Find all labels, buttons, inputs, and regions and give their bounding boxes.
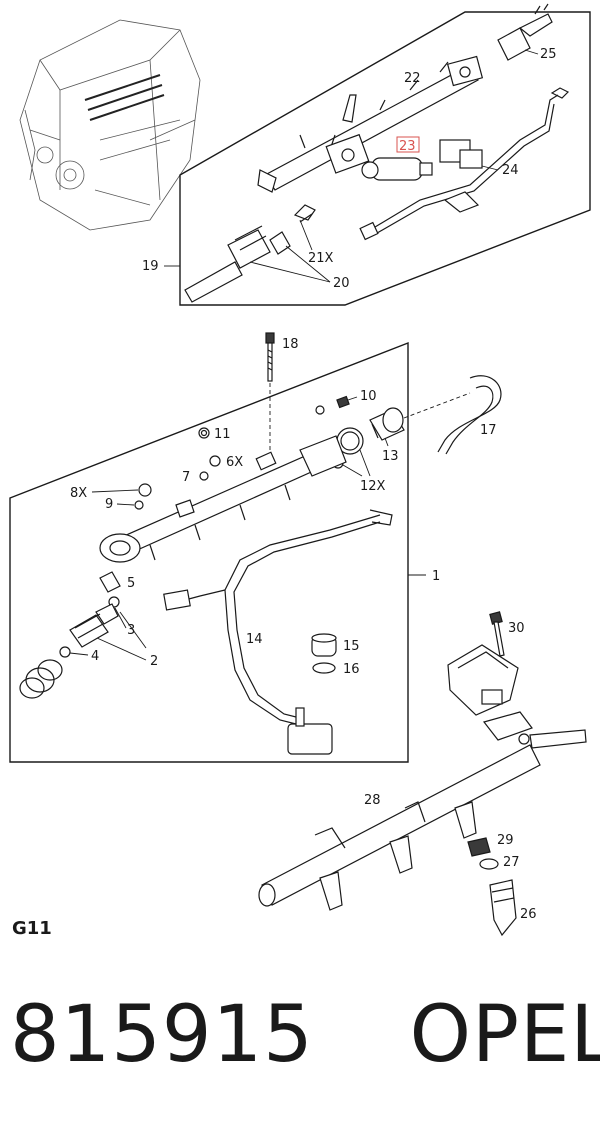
label-7: 7 xyxy=(182,470,190,485)
label-19: 19 xyxy=(142,259,159,274)
label-9: 9 xyxy=(105,497,113,512)
upper-frame xyxy=(179,11,591,306)
label-18: 18 xyxy=(282,337,299,352)
footer: 815915 OPEL xyxy=(10,990,600,1080)
label-29: 29 xyxy=(497,833,514,848)
injector-2-5-drawing xyxy=(19,571,121,699)
label-23[interactable]: 23 xyxy=(399,139,416,154)
brand-name: OPEL xyxy=(409,990,600,1080)
fuel-rail-28-drawing xyxy=(258,711,587,911)
label-26: 26 xyxy=(520,907,537,922)
parts-26-29-drawing xyxy=(467,837,517,937)
pressure-sensor-23-drawing xyxy=(361,136,433,181)
label-1: 1 xyxy=(432,569,440,584)
hose-17-drawing xyxy=(437,375,502,455)
bolt-30-drawing xyxy=(489,611,505,657)
harness-14-drawing xyxy=(163,509,393,755)
spacer-15-16-drawing xyxy=(311,633,337,674)
label-11: 11 xyxy=(214,427,231,442)
assembly-1-frame xyxy=(9,341,409,763)
highlight-box-23 xyxy=(396,136,420,153)
label-10: 10 xyxy=(360,389,377,404)
label-24: 24 xyxy=(502,163,519,178)
part-number: 815915 xyxy=(10,990,314,1080)
injector-19-drawing xyxy=(184,204,316,303)
label-14: 14 xyxy=(246,632,263,647)
regulator-13-drawing xyxy=(315,392,471,455)
label-6: 6X xyxy=(226,455,243,470)
label-8: 8X xyxy=(70,486,87,501)
label-27: 27 xyxy=(503,855,520,870)
label-5: 5 xyxy=(127,576,135,591)
label-17: 17 xyxy=(480,423,497,438)
engine-thumbnail xyxy=(19,19,201,231)
label-22: 22 xyxy=(404,71,421,86)
label-25: 25 xyxy=(540,47,557,62)
label-4: 4 xyxy=(91,649,99,664)
label-16: 16 xyxy=(343,662,360,677)
label-15: 15 xyxy=(343,639,360,654)
label-28: 28 xyxy=(364,793,381,808)
fuel-rail-assembly-drawing xyxy=(99,435,347,563)
harness-24-drawing xyxy=(359,87,570,241)
bolt-18-drawing xyxy=(265,332,275,452)
label-20: 20 xyxy=(333,276,350,291)
label-21: 21X xyxy=(308,251,334,266)
label-3: 3 xyxy=(127,623,135,638)
pressure-sensor-bracket-drawing xyxy=(447,644,519,716)
label-30: 30 xyxy=(508,621,525,636)
sensor-25-drawing xyxy=(497,3,553,61)
section-code: G11 xyxy=(12,918,52,939)
label-13: 13 xyxy=(382,449,399,464)
label-2: 2 xyxy=(150,654,158,669)
fuel-rail-22-drawing xyxy=(257,55,484,193)
label-12: 12X xyxy=(360,479,386,494)
